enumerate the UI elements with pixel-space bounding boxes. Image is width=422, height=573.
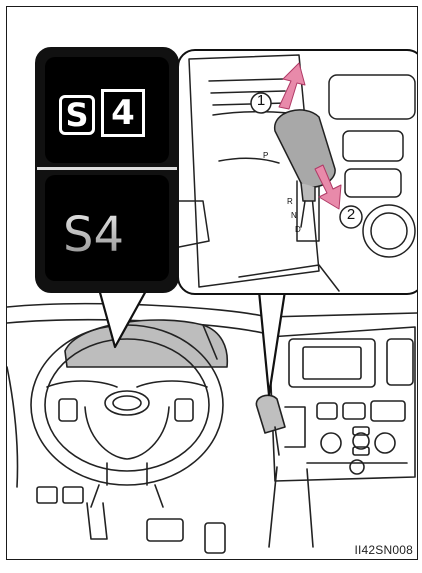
s-mode-letter: S	[59, 95, 95, 135]
figure-code: II42SN008	[354, 543, 413, 557]
gear-number: 4	[101, 89, 145, 137]
gear-indicator-callout: S 4 S4	[35, 47, 179, 293]
shift-lever-callout: 1 2 P R N D	[177, 49, 418, 295]
s-mode-indicator-panel: S 4	[45, 57, 169, 163]
s4-display-panel: S4	[45, 175, 169, 281]
indicator-divider	[37, 167, 177, 170]
shift-lever-illustration	[179, 51, 418, 293]
gate-letter-d: D	[295, 225, 301, 234]
step-1-label: 1	[254, 92, 268, 109]
illustration-frame: S 4 S4	[6, 6, 418, 560]
s4-display-text: S4	[59, 197, 141, 265]
gate-letter-n: N	[291, 211, 297, 220]
arrow-up-icon	[279, 63, 305, 109]
gate-letter-p: P	[263, 151, 268, 160]
gate-letter-r: R	[287, 197, 293, 206]
svg-text:S4: S4	[63, 207, 124, 263]
step-2-label: 2	[344, 206, 358, 223]
